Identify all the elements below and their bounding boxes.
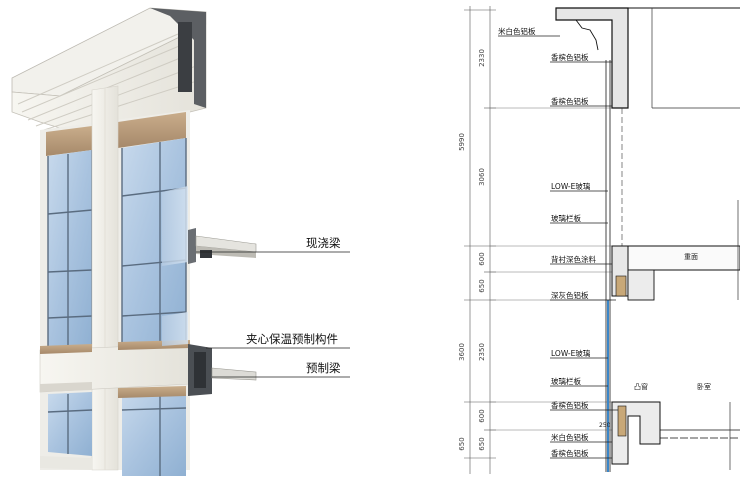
label-dark-grey-aluminum: 深灰色铝板 (551, 291, 589, 300)
label-champagne-aluminum-2: 香槟色铝板 (551, 97, 589, 106)
room-upper-label: 重面 (684, 253, 698, 261)
label-white-aluminum-1: 米白色铝板 (498, 27, 536, 36)
room-bedroom-label: 卧室 (697, 383, 711, 391)
label-glass-balustrade-1: 玻璃栏板 (551, 214, 581, 223)
callout-leaders (196, 251, 350, 378)
precast-beam-bracket (188, 344, 257, 396)
dim-2330: 2330 (478, 49, 486, 67)
crown-ribs (17, 33, 201, 131)
dim-650-lower-a: 650 (458, 437, 466, 451)
slab-upper (611, 245, 740, 301)
room-bay-window-label: 凸窗 (634, 383, 648, 391)
dim-3600: 3600 (458, 343, 466, 361)
glass-line (605, 60, 623, 472)
dim-600-upper: 600 (478, 252, 486, 266)
top-parapet (555, 7, 740, 109)
label-champagne-aluminum-4: 香槟色铝板 (551, 449, 589, 458)
window-left (47, 150, 93, 350)
glass-balustrade-upper (162, 186, 188, 266)
dim-600-lower: 600 (478, 409, 486, 423)
callout-cast-in-place-beam: 现浇梁 (306, 236, 341, 250)
label-low-e-glass-1: LOW-E玻璃 (551, 182, 591, 191)
cast-beam-bracket (188, 228, 257, 264)
slab-lower (611, 200, 740, 470)
window-left-lower (47, 392, 93, 456)
dim-2350: 2350 (478, 343, 486, 361)
label-champagne-aluminum-1: 香槟色铝板 (551, 53, 589, 62)
section-drawing (464, 6, 740, 474)
lintel-left (46, 126, 92, 156)
window-right-lower (121, 390, 187, 476)
dim-3060: 3060 (478, 168, 486, 186)
facade-3d-view (11, 7, 350, 476)
callout-sandwich-insulated-precast: 夹心保温预制构件 (246, 332, 338, 346)
crown-side-slot (178, 22, 192, 92)
label-champagne-aluminum-3: 香槟色铝板 (551, 401, 589, 410)
label-glass-balustrade-2: 玻璃栏板 (551, 377, 581, 386)
glass-balustrade-lower (162, 312, 188, 346)
dim-5990: 5990 (458, 133, 466, 151)
dim-650-lower-b: 650 (478, 437, 486, 451)
lintel-right (118, 112, 186, 148)
dim-650-upper: 650 (478, 279, 486, 293)
label-dark-backing-paint: 背衬深色涂料 (551, 255, 596, 264)
label-low-e-glass-2: LOW-E玻璃 (551, 349, 591, 358)
section-leaders (498, 35, 618, 459)
sandwich-panel-band (39, 340, 191, 393)
dim-250: 250 (599, 422, 611, 429)
label-white-aluminum-2: 米白色铝板 (551, 433, 589, 442)
callout-precast-beam: 预制梁 (306, 361, 341, 375)
